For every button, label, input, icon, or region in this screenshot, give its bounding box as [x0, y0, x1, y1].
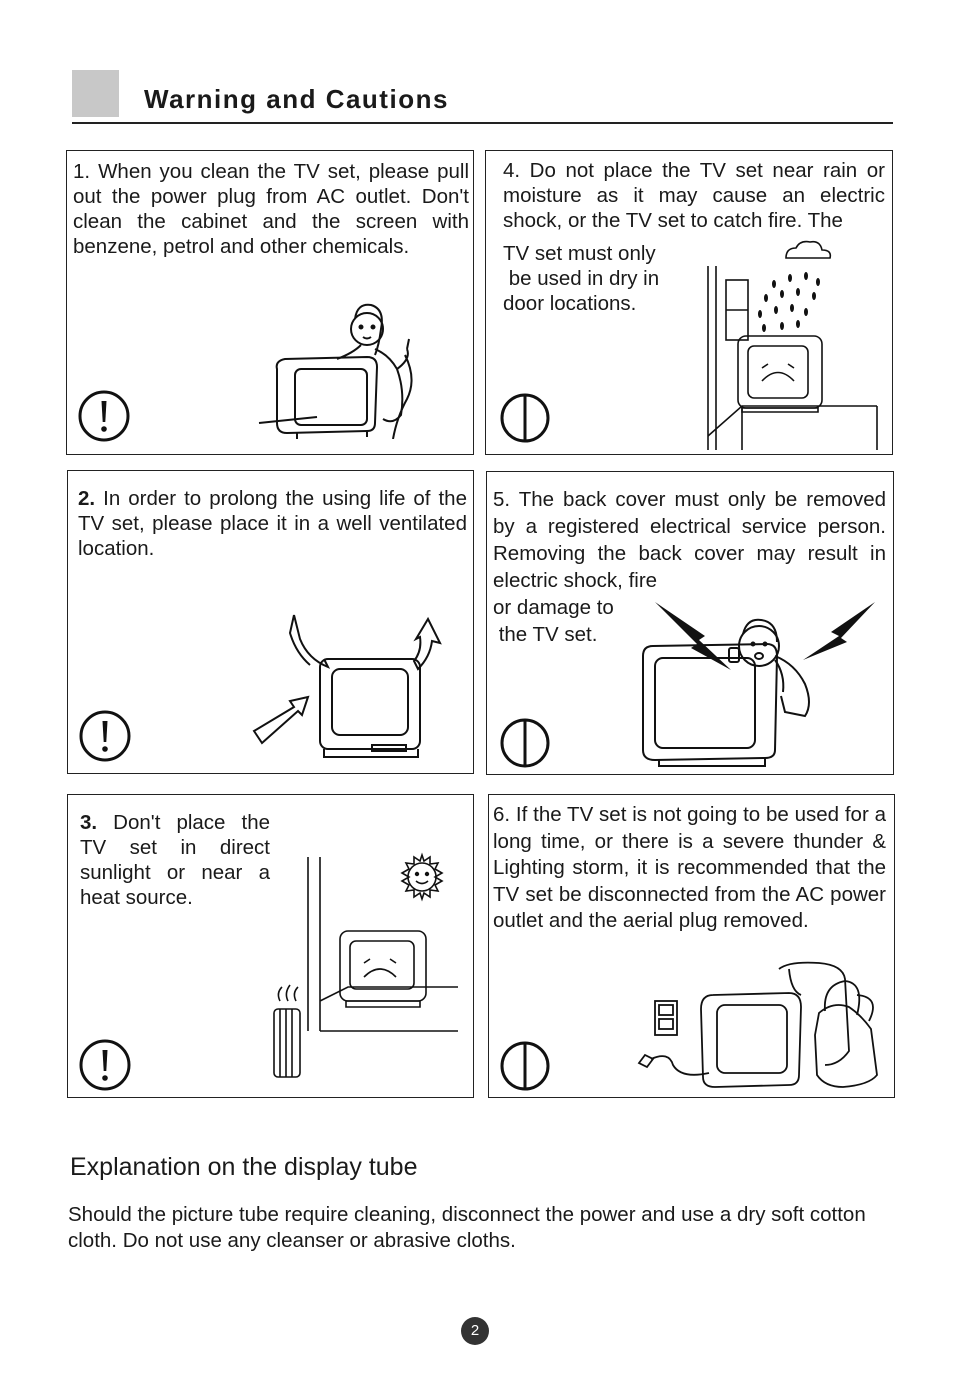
caution-box-3: 3. Don't place the TV set in direct sunl…: [67, 794, 474, 1098]
prohibition-icon: [500, 1041, 550, 1091]
tv-sunlight-heat-illustration: [273, 852, 458, 1078]
caution-box-6: 6. If the TV set is not going to be used…: [488, 794, 895, 1098]
section-body: Should the picture tube require cleaning…: [68, 1203, 866, 1252]
back-cover-shock-illustration: [642, 602, 875, 767]
caution-1-text: 1. When you clean the TV set, please pul…: [73, 160, 469, 258]
tv-cleaning-illustration: [258, 303, 413, 439]
caution-5-text-cont: or damage to the TV set.: [493, 596, 614, 646]
caution-box-4: 4. Do not place the TV set near rain or …: [485, 150, 893, 455]
caution-4-text-cont: TV set must only be used in dry in door …: [503, 242, 660, 315]
page-number: 2: [461, 1317, 489, 1345]
ventilated-tv-illustration: [252, 614, 442, 758]
exclamation-icon: [78, 390, 130, 442]
caution-3-text: 3. Don't place the TV set in direct sunl…: [80, 811, 270, 909]
caution-6-text: 6. If the TV set is not going to be used…: [493, 803, 886, 933]
exclamation-icon: [79, 710, 131, 762]
caution-box-1: 1. When you clean the TV set, please pul…: [66, 150, 474, 455]
prohibition-icon: [500, 718, 550, 768]
caution-box-2: 2. In order to prolong the using life of…: [67, 470, 474, 774]
exclamation-icon: [79, 1039, 131, 1091]
page-title: Warning and Cautions: [144, 84, 449, 114]
section-heading: Explanation on the display tube: [70, 1153, 418, 1181]
caution-box-5: 5. The back cover must only be removed b…: [486, 471, 894, 775]
tv-rain-illustration: [707, 240, 878, 450]
header-marker: [72, 70, 119, 117]
prohibition-icon: [500, 393, 550, 443]
caution-5-text: 5. The back cover must only be removed b…: [493, 488, 886, 592]
caution-2-text: 2. In order to prolong the using life of…: [78, 487, 467, 560]
unplugged-tv-illustration: [637, 961, 878, 1088]
caution-4-text: 4. Do not place the TV set near rain or …: [503, 159, 885, 232]
header-divider: [72, 122, 893, 124]
